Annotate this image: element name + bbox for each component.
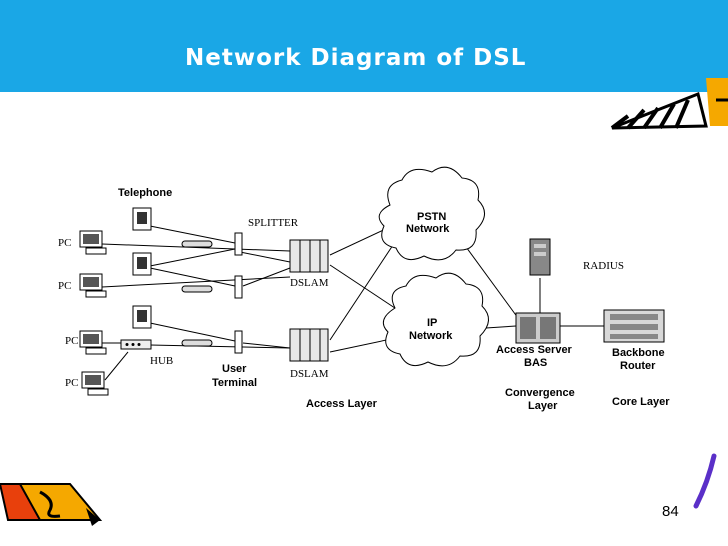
splitter-label: SPLITTER bbox=[248, 217, 299, 229]
pc-label: PC bbox=[58, 237, 71, 249]
pc-icon bbox=[79, 273, 107, 298]
ip-network-cloud bbox=[382, 272, 489, 367]
pencil-icon-bottom bbox=[0, 483, 103, 526]
pstn-label: PSTN bbox=[417, 211, 446, 223]
pstn-network-label: Network bbox=[406, 223, 450, 235]
pc-label: PC bbox=[58, 280, 71, 292]
radius-label: RADIUS bbox=[583, 260, 624, 272]
title-bar bbox=[0, 0, 728, 92]
telephone-icon bbox=[132, 252, 152, 276]
splitter-device bbox=[181, 285, 213, 293]
dslam-device bbox=[289, 239, 329, 273]
splitter-post bbox=[234, 330, 243, 354]
dslam-label: DSLAM bbox=[290, 277, 329, 289]
page-number: 84 bbox=[662, 503, 679, 520]
pc-icon bbox=[79, 330, 107, 355]
backbone-label: Backbone bbox=[612, 347, 665, 359]
access-server-label: Access Server bbox=[496, 344, 573, 356]
user-terminal-label: User bbox=[222, 363, 247, 375]
hub-label: HUB bbox=[150, 355, 173, 367]
ip-network-label: Network bbox=[409, 330, 453, 342]
dslam-label: DSLAM bbox=[290, 368, 329, 380]
user-terminal-label-2: Terminal bbox=[212, 377, 257, 389]
splitter-post bbox=[234, 232, 243, 256]
pen-stroke-icon bbox=[693, 453, 717, 509]
splitter-device bbox=[181, 339, 213, 347]
core-layer-label: Core Layer bbox=[612, 396, 670, 408]
convergence-label: Convergence bbox=[505, 387, 575, 399]
hub-device bbox=[120, 339, 152, 350]
convergence-layer-label: Layer bbox=[528, 400, 558, 412]
telephone-icon bbox=[132, 305, 152, 329]
dslam-device bbox=[289, 328, 329, 362]
splitter-post bbox=[234, 275, 243, 299]
pc-icon bbox=[79, 230, 107, 255]
access-server-bas-device bbox=[515, 312, 561, 344]
ip-label: IP bbox=[427, 317, 437, 329]
radius-server-icon bbox=[529, 238, 551, 276]
pc-label: PC bbox=[65, 377, 78, 389]
bas-label: BAS bbox=[524, 357, 547, 369]
pencil-icon-top bbox=[610, 78, 728, 130]
slide-title: Network Diagram of DSL bbox=[185, 45, 527, 71]
telephone-icon bbox=[132, 207, 152, 231]
pc-icon bbox=[81, 371, 109, 396]
pstn-network-cloud bbox=[378, 166, 485, 261]
router-label: Router bbox=[620, 360, 656, 372]
splitter-device bbox=[181, 240, 213, 248]
access-layer-label: Access Layer bbox=[306, 398, 378, 410]
telephone-label: Telephone bbox=[118, 187, 172, 199]
backbone-router-device bbox=[603, 309, 665, 343]
pc-label: PC bbox=[65, 335, 78, 347]
